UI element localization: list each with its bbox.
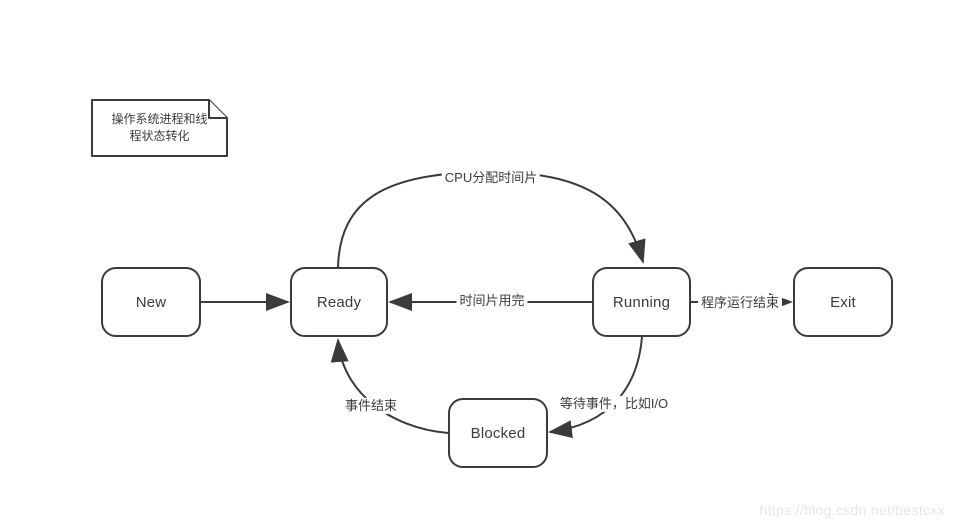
state-label-ready: Ready: [316, 293, 362, 311]
note-shape: [91, 99, 228, 157]
edge-label-timeslice-used-up: 时间片用完: [456, 292, 528, 310]
title-note: 操作系统进程和线程状态转化: [92, 100, 227, 156]
state-label-exit: Exit: [830, 293, 856, 311]
edge-running-to-blocked: [548, 336, 643, 439]
edge-ready-to-running: [337, 170, 646, 268]
state-node-running: Running: [592, 267, 691, 337]
state-label-new: New: [135, 293, 167, 311]
state-label-blocked: Blocked: [470, 424, 526, 442]
edge-blocked-to-ready: [330, 338, 449, 434]
title-note-text: 操作系统进程和线程状态转化: [111, 111, 208, 143]
state-node-exit: Exit: [793, 267, 893, 337]
watermark-url: https://blog.csdn.net/bestcxx: [759, 502, 945, 518]
edge-label-event-end: 事件结束: [341, 397, 401, 415]
state-node-blocked: Blocked: [448, 398, 548, 468]
state-label-running: Running: [612, 293, 671, 311]
edge-label-cpu-timeslice: CPU分配时间片: [441, 169, 541, 187]
state-node-new: New: [101, 267, 201, 337]
edge-label-program-finished: 程序运行结束: [697, 294, 783, 312]
state-node-ready: Ready: [290, 267, 388, 337]
edge-label-wait-event: 等待事件，比如I/O: [556, 395, 672, 413]
